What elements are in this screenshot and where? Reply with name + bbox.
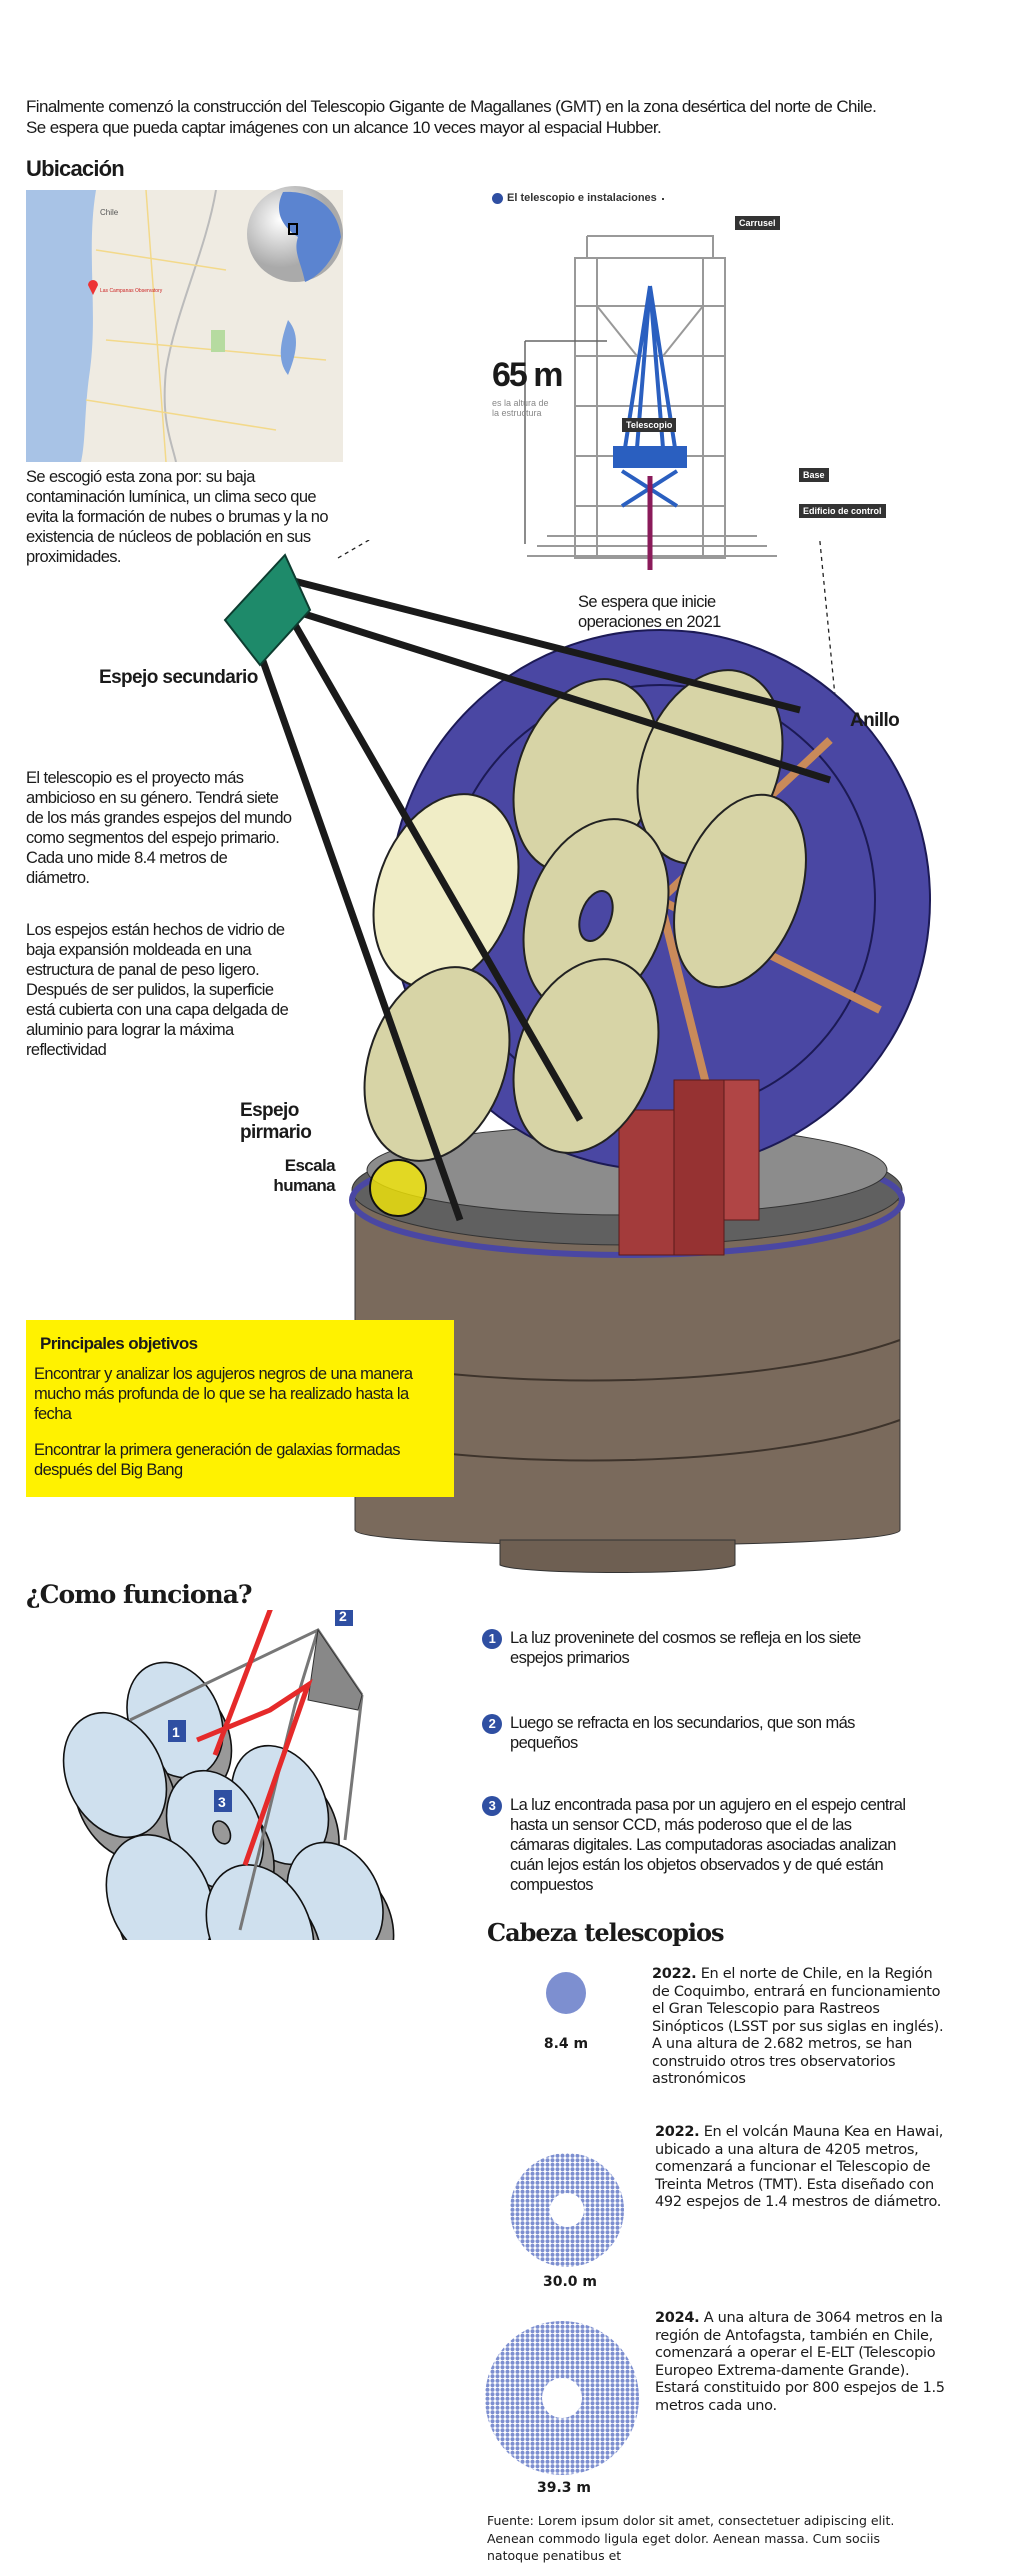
facility-structure bbox=[524, 198, 777, 570]
diagram-marker-2: 2 bbox=[339, 1610, 347, 1624]
objectives-title: Principales objetivos bbox=[40, 1334, 198, 1353]
mirror-eelt bbox=[470, 2310, 650, 2480]
entry-year: 2024. bbox=[655, 2310, 700, 2326]
telescope-illustration bbox=[223, 540, 931, 1573]
tag-edificio: Edificio de control bbox=[799, 504, 886, 518]
tag-telescopio: Telescopio bbox=[622, 418, 677, 432]
secondary-mirror bbox=[223, 553, 312, 667]
label-ring: Anillo bbox=[850, 710, 900, 731]
location-reason: Se escogió esta zona por: su baja contam… bbox=[26, 468, 329, 566]
map-label-site: Las Campanas Observatory bbox=[100, 288, 163, 294]
tag-carrusel: Carrusel bbox=[735, 216, 780, 230]
size-label: 39.3 m bbox=[536, 2480, 591, 2496]
diagram-marker-3: 3 bbox=[218, 1794, 226, 1810]
tag-base: Base bbox=[799, 468, 829, 482]
objectives-box: Principales objetivos Encontrar y analiz… bbox=[26, 1320, 454, 1497]
entry-text: A una altura de 3064 metros en la región… bbox=[655, 2310, 945, 2414]
objective-item: Encontrar la primera generación de galax… bbox=[34, 1441, 401, 1479]
size-label: 8.4 m bbox=[543, 2036, 589, 2052]
intro-text: Finalmente comenzó la construcción del T… bbox=[26, 97, 877, 137]
source-note: Fuente: Lorem ipsum dolor sit amet, cons… bbox=[487, 2513, 895, 2563]
step-3: 3 La luz encontrada pasa por un agujero … bbox=[482, 1795, 912, 1895]
size-label: 30.0 m bbox=[542, 2274, 597, 2290]
label-primary-mirror: Espejo pirmario bbox=[240, 1100, 312, 1143]
step-number-badge: 2 bbox=[482, 1714, 502, 1734]
telescope-entry-eelt: 2024. A una altura de 3064 metros en la … bbox=[655, 2310, 955, 2415]
mirror-size-graphics bbox=[470, 1972, 650, 2480]
entry-text: En el norte de Chile, en la Región de Co… bbox=[652, 1966, 944, 2087]
heads-title: Cabeza telescopios bbox=[487, 1918, 725, 1947]
info-icon bbox=[492, 192, 503, 204]
human-scale-marker bbox=[369, 1159, 427, 1217]
step-text: La luz proveninete del cosmos se refleja… bbox=[510, 1629, 861, 1667]
facility-title: El telescopio e instalaciones bbox=[507, 192, 657, 204]
step-text: La luz encontrada pasa por un agujero en… bbox=[510, 1796, 906, 1894]
entry-year: 2022. bbox=[652, 1966, 697, 1982]
mirror-lsst bbox=[546, 1972, 586, 2014]
objective-item: Encontrar y analizar los agujeros negros… bbox=[34, 1365, 413, 1423]
location-pin-icon bbox=[88, 280, 98, 295]
telescope-paragraph-2: Los espejos están hechos de vidrio de ba… bbox=[26, 921, 289, 1059]
map-label-chile: Chile bbox=[100, 208, 119, 217]
mirror-tmt bbox=[500, 2140, 640, 2280]
location-title: Ubicación bbox=[26, 156, 125, 181]
telescope-paragraph-1: El telescopio es el proyecto más ambicio… bbox=[26, 769, 292, 887]
step-2: 2 Luego se refracta en los secundarios, … bbox=[482, 1713, 912, 1753]
globe-icon bbox=[247, 186, 343, 282]
facility-diagram: El telescopio e instalaciones 65 m es la… bbox=[487, 186, 886, 570]
step-number-badge: 3 bbox=[482, 1796, 502, 1816]
step-text: Luego se refracta en los secundarios, qu… bbox=[510, 1714, 855, 1752]
label-secondary-mirror: Espejo secundario bbox=[99, 667, 258, 688]
step-1: 1 La luz proveninete del cosmos se refle… bbox=[482, 1628, 912, 1668]
telescope-entry-tmt: 2022. En el volcán Mauna Kea en Hawai, u… bbox=[655, 2124, 955, 2212]
mirror-diagram: 1 2 3 bbox=[62, 1610, 395, 1940]
how-title: ¿Como funciona? bbox=[26, 1580, 253, 1609]
height-value: 65 m bbox=[492, 356, 563, 394]
map-graphic: Chile Las Campanas Observatory bbox=[26, 190, 327, 462]
diagram-marker-1: 1 bbox=[172, 1724, 180, 1740]
entry-text: En el volcán Mauna Kea en Hawai, ubicado… bbox=[655, 2124, 944, 2210]
height-caption: es la altura de la estructura bbox=[492, 398, 549, 418]
start-date-text: Se espera que inicie operaciones en 2021 bbox=[578, 593, 721, 631]
label-human-scale: Escala humana bbox=[273, 1156, 335, 1195]
step-number-badge: 1 bbox=[482, 1629, 502, 1649]
telescope-entry-lsst: 2022. En el norte de Chile, en la Región… bbox=[652, 1966, 952, 2089]
entry-year: 2022. bbox=[655, 2124, 700, 2140]
